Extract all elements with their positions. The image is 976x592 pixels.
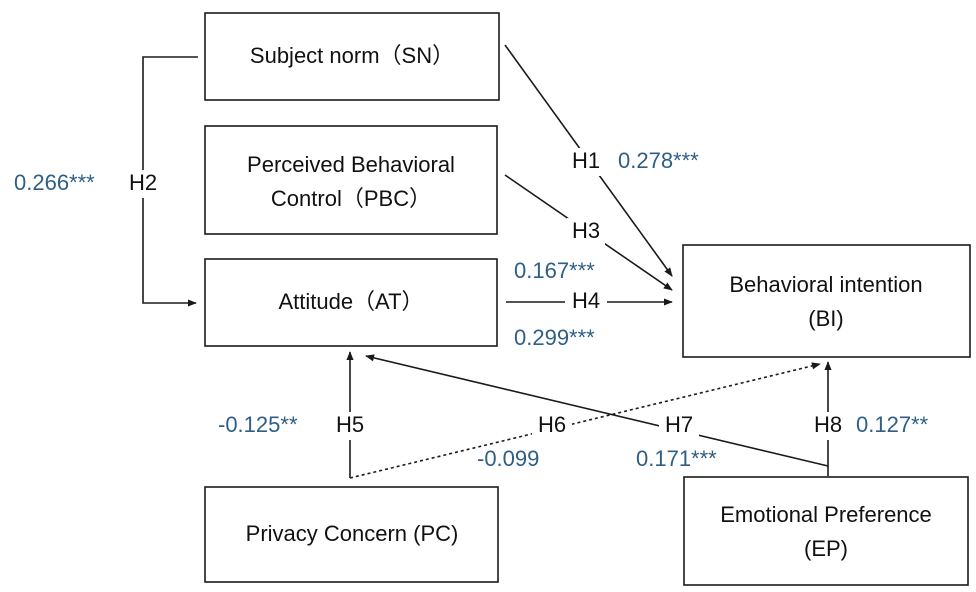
- h3-coefficient: 0.167***: [514, 258, 595, 283]
- h5-coefficient: -0.125**: [218, 412, 298, 437]
- h2-label: H2: [129, 170, 157, 195]
- node-subject-norm-label: Subject norm（SN）: [250, 43, 454, 68]
- h8-label-background: [808, 412, 848, 440]
- h1-coefficient: 0.278***: [618, 148, 699, 173]
- node-perceived-behavioral-control-box: [204, 125, 498, 235]
- node-attitude-label: Attitude（AT）: [278, 289, 423, 314]
- h7-coefficient: 0.171***: [636, 446, 717, 471]
- h3-label-background: [567, 218, 605, 246]
- h8-coefficient: 0.127**: [856, 412, 929, 437]
- h6-coefficient: -0.099: [477, 446, 539, 471]
- edge-h6-pc-to-bi: [349, 362, 821, 479]
- node-subject-norm-box: [204, 12, 500, 101]
- h6-label-background: [532, 412, 572, 440]
- h1-label-background: [568, 148, 604, 176]
- node-perceived-behavioral-control-label-line1: Perceived Behavioral: [247, 152, 455, 177]
- node-privacy-concern: Privacy Concern (PC): [204, 486, 499, 583]
- node-subject-norm: Subject norm（SN）: [204, 12, 500, 101]
- node-emotional-preference: Emotional Preference (EP): [683, 476, 969, 586]
- node-emotional-preference-box: [683, 476, 969, 586]
- node-privacy-concern-box: [204, 486, 499, 583]
- node-privacy-concern-label: Privacy Concern (PC): [246, 521, 459, 546]
- h4-label-background: [565, 288, 607, 316]
- h4-coefficient: 0.299***: [514, 325, 595, 350]
- node-attitude: Attitude（AT）: [204, 258, 498, 347]
- node-emotional-preference-label-line1: Emotional Preference: [720, 502, 932, 527]
- node-perceived-behavioral-control-label-line2: Control（PBC）: [271, 186, 431, 211]
- h3-label: H3: [572, 218, 600, 243]
- h1-label: H1: [572, 148, 600, 173]
- node-emotional-preference-label-line2: (EP): [804, 536, 848, 561]
- h8-label: H8: [814, 412, 842, 437]
- node-attitude-box: [204, 258, 498, 347]
- node-behavioral-intention: Behavioral intention (BI): [682, 244, 971, 358]
- h5-label-background: [331, 412, 369, 440]
- node-perceived-behavioral-control: Perceived Behavioral Control（PBC）: [204, 125, 498, 235]
- h2-coefficient: 0.266***: [14, 170, 95, 195]
- node-behavioral-intention-label-line2: (BI): [808, 306, 843, 331]
- edge-h7-ep-to-at: [365, 354, 829, 467]
- h7-label-background: [659, 412, 699, 440]
- h7-label: H7: [665, 412, 693, 437]
- node-behavioral-intention-label-line1: Behavioral intention: [729, 272, 922, 297]
- h4-label: H4: [572, 288, 600, 313]
- node-behavioral-intention-box: [682, 244, 971, 358]
- h2-label-background: [124, 170, 162, 198]
- h5-label: H5: [336, 412, 364, 437]
- h6-label: H6: [538, 412, 566, 437]
